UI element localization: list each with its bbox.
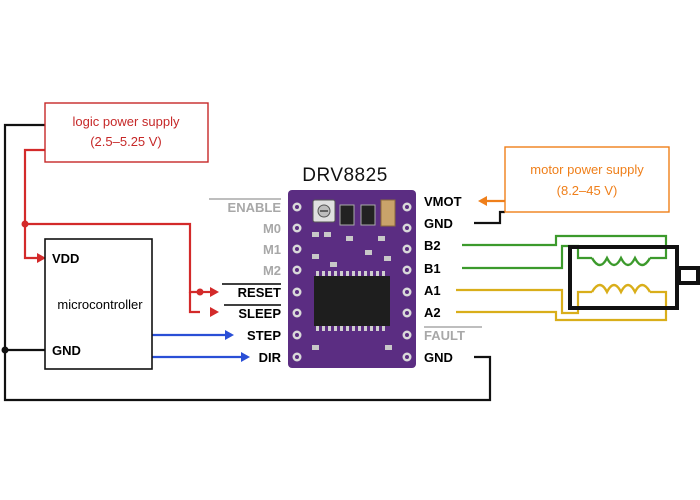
dir-arrow (241, 352, 250, 362)
logic-power-wires (23, 148, 212, 314)
motor-supply-voltage: (8.2–45 V) (557, 183, 618, 198)
motor-body (568, 245, 679, 310)
coil-a-icon (590, 283, 652, 295)
mcu-gnd-label: GND (52, 343, 81, 358)
signal-wires (152, 333, 242, 359)
pin-vmot-label: VMOT (424, 194, 462, 209)
pin-m0-label: M0 (263, 221, 281, 236)
logic-supply-label: logic power supply (73, 114, 180, 129)
logic-power-supply-box (44, 102, 209, 163)
ground-wires (3, 123, 505, 402)
microcontroller-label: microcontroller (57, 297, 143, 312)
motor-supply-label: motor power supply (530, 162, 644, 177)
pin-a2-label: A2 (424, 305, 441, 320)
reset-arrow (210, 287, 219, 297)
driver-chip (314, 276, 390, 326)
step-arrow (225, 330, 234, 340)
drv8825-board (288, 190, 416, 368)
pin-sleep-label: SLEEP (238, 306, 281, 321)
motor-shaft (677, 266, 700, 285)
pin-b2-label: B2 (424, 238, 441, 253)
chip-pins-bottom (316, 326, 385, 331)
pin-gnd1-label: GND (424, 216, 453, 231)
chip-pins-top (316, 271, 385, 276)
pin-step-label: STEP (247, 328, 281, 343)
pin-fault-label: FAULT (424, 328, 465, 343)
ground-junction-dot (1, 346, 9, 354)
logic-supply-voltage: (2.5–5.25 V) (90, 134, 162, 149)
pin-dir-label: DIR (259, 350, 282, 365)
coil-b-icon (590, 255, 652, 267)
ground-wire-supply (3, 123, 492, 402)
left-pin-labels: ENABLE M0 M1 M2 RESET SLEEP STEP DIR (209, 198, 282, 365)
logic-junction-dot (21, 220, 29, 228)
coil-a-wires (456, 288, 668, 322)
logic-junction-dot-reset (196, 288, 204, 296)
pin-m2-label: M2 (263, 263, 281, 278)
right-pin-labels: VMOT GND B2 B1 A1 A2 FAULT GND (424, 194, 482, 365)
motor-power-supply-box (504, 146, 670, 213)
sleep-arrow (210, 307, 219, 317)
pin-gnd2-label: GND (424, 350, 453, 365)
microcontroller-box (44, 238, 153, 370)
sense-resistor-2 (360, 204, 376, 226)
capacitor (380, 199, 396, 227)
vdd-arrow (37, 253, 46, 263)
pin-enable-label: ENABLE (228, 200, 282, 215)
coil-b-wires (462, 234, 668, 270)
ground-wire-motor (474, 210, 505, 225)
sense-resistor-1 (339, 204, 355, 226)
pin-a1-label: A1 (424, 283, 441, 298)
stepper-motor (568, 245, 700, 310)
pin-reset-label: RESET (238, 285, 281, 300)
mcu-vdd-label: VDD (52, 251, 79, 266)
pin-m1-label: M1 (263, 242, 281, 257)
pin-b1-label: B1 (424, 261, 441, 276)
vmot-arrow (478, 196, 487, 206)
driver-title: DRV8825 (302, 165, 388, 186)
